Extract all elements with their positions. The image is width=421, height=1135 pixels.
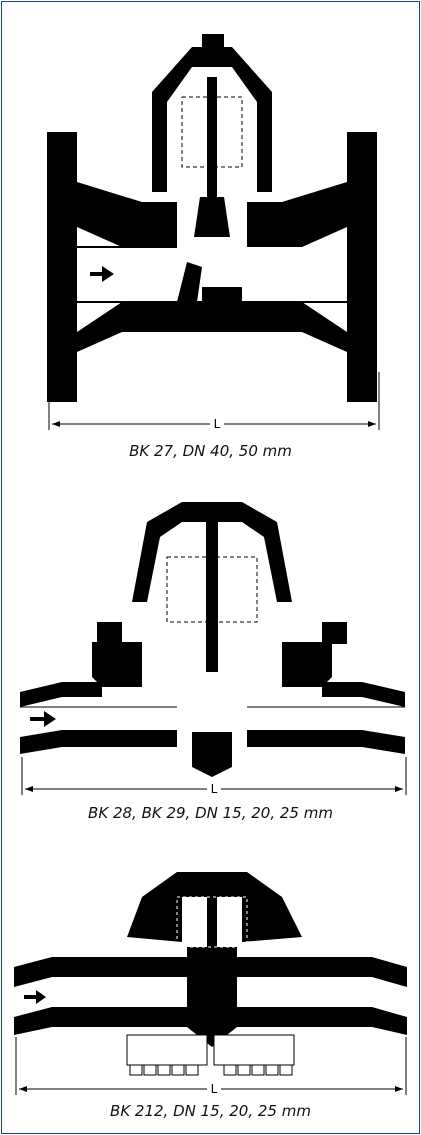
bk27-section-drawing: L	[47, 34, 380, 431]
bk212-section-drawing: L	[14, 872, 407, 1096]
right-flange	[347, 132, 377, 402]
caption: BK 27, DN 40, 50 mm	[129, 442, 292, 460]
left-flange	[47, 132, 77, 402]
diagram-bk28-bk29: L BK 28, BK 29, DN 15, 20, 25 mm	[2, 492, 419, 832]
dimension-label: L	[211, 782, 218, 796]
diagram-bk212: L BK 212, DN 15, 20, 25 mm	[2, 857, 419, 1132]
flow-arrow-icon	[24, 990, 46, 1004]
dimension-label: L	[211, 1082, 218, 1096]
diagram-bk27: L BK 27, DN 40, 50 mm	[2, 2, 419, 472]
caption: BK 212, DN 15, 20, 25 mm	[110, 1102, 311, 1120]
flow-arrow-icon	[90, 266, 114, 282]
flow-arrow-icon	[30, 711, 56, 727]
caption: BK 28, BK 29, DN 15, 20, 25 mm	[88, 804, 333, 822]
bk28-section-drawing: L	[20, 502, 407, 796]
dimension-label: L	[214, 417, 221, 431]
